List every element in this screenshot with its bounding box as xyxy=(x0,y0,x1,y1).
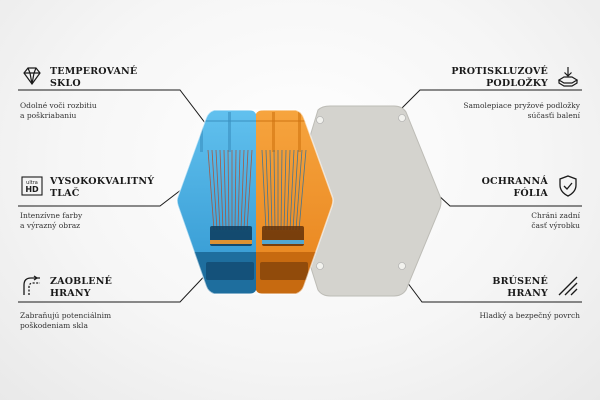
tempered-title-line2: SKLO xyxy=(50,78,81,89)
tempered-desc-line2: a poškriabaniu xyxy=(20,111,77,120)
front-glass-outline xyxy=(176,109,334,295)
connector-rounded xyxy=(18,267,213,303)
ground-edge-icon xyxy=(556,274,580,298)
quality-desc-line1: Intenzívne farby xyxy=(20,211,83,220)
rounded-desc-line2: poškodeniam skla xyxy=(20,321,88,330)
tempered-title-line1: TEMPEROVANÉ xyxy=(50,66,138,77)
diamond-icon xyxy=(20,64,44,88)
quality-desc-line2: a výrazný obraz xyxy=(20,221,81,230)
ultra-hd-badge-bottom: HD xyxy=(25,185,39,194)
rounded-desc-line1: Zabraňujú potenciálnim xyxy=(20,311,112,320)
rounded-corner-icon xyxy=(20,274,44,298)
film-title-line1: OCHRANNÁ xyxy=(481,176,548,187)
quality-title-line1: VYSOKOKVALITNÝ xyxy=(50,176,155,187)
ground-desc-line1: Hladký a bezpečný povrch xyxy=(479,311,581,320)
antislip-pad xyxy=(398,114,406,122)
antislip-title-line1: PROTISKLUZOVÉ xyxy=(451,66,548,77)
ultra-hd-badge-top: ultra xyxy=(26,180,38,186)
antislip-desc-line1: Samolepiace pryžové podložky xyxy=(463,101,580,110)
antislip-title-line2: PODLOŽKY xyxy=(486,78,548,89)
antislip-pad-icon xyxy=(556,64,580,88)
tempered-desc-line1: Odolné voči rozbitiu xyxy=(20,101,97,110)
antislip-desc-line2: súčasťi balení xyxy=(527,111,580,120)
film-desc-line2: časť výrobku xyxy=(531,221,580,230)
front-glass-blue-half xyxy=(177,110,256,294)
shield-check-icon xyxy=(556,174,580,198)
antislip-pad xyxy=(316,116,324,124)
film-desc-line1: Chráni zadní xyxy=(531,211,580,220)
antislip-pad xyxy=(398,262,406,270)
connector-tempered xyxy=(18,89,213,133)
quality-title-line2: TLAČ xyxy=(50,188,80,199)
antislip-pad xyxy=(316,262,324,270)
rounded-title-line1: ZAOBLENÉ xyxy=(50,276,113,287)
rounded-title-line2: HRANY xyxy=(50,288,91,299)
ground-title-line1: BRÚSENÉ xyxy=(492,276,548,287)
ground-title-line2: HRANY xyxy=(507,288,548,299)
film-title-line2: FÓLIA xyxy=(513,188,548,199)
